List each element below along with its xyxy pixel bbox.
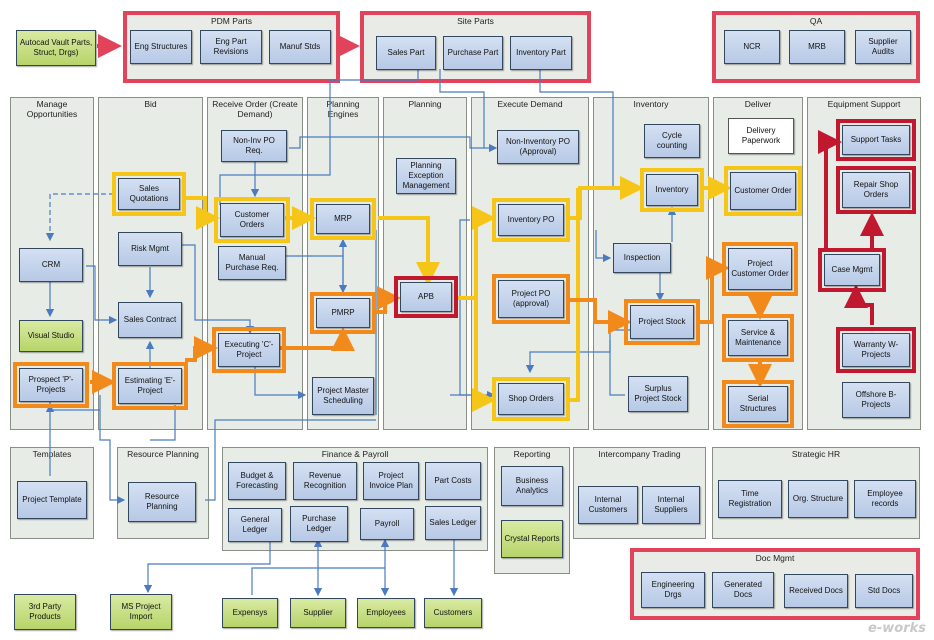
internal-suppliers-box: Internal Suppliers [642,486,700,524]
crystal-reports-box: Crystal Reports [501,520,563,558]
inventory-part-box: Inventory Part [510,36,572,70]
lane-title: Execute Demand [497,99,563,109]
warranty-projects-box: Warranty W-Projects [836,327,916,373]
budget-forecasting-box: Budget & Forecasting [228,462,286,500]
inventory-po-box: Inventory PO [492,198,570,242]
mrb-box: MRB [789,30,845,64]
crm-box: CRM [19,248,83,282]
project-stock-box: Project Stock [624,299,700,345]
expensys-box: Expensys [222,598,278,628]
cycle-counting-box: Cycle counting [644,124,700,158]
ncr-box: NCR [724,30,780,64]
lane-planning: Planning [383,97,467,430]
autocad-vault-box: Autocad Vault Parts, Struct, Drgs) [16,30,96,66]
repair-shop-orders-box: Repair Shop Orders [836,166,916,214]
project-template-box: Project Template [17,481,87,519]
internal-customers-box: Internal Customers [578,486,638,524]
non-inv-po-req-box: Non-Inv PO Req. [221,130,287,162]
employee-records-box: Employee records [854,480,916,518]
case-mgmt-box: Case Mgmt [818,248,886,292]
lane-title: Templates [32,449,72,459]
qa-title: QA [809,16,823,26]
surplus-project-stock-box: Surplus Project Stock [628,376,688,412]
project-master-scheduling-box: Project Master Scheduling [312,377,374,415]
resource-planning-box: Resource Planning [128,482,196,522]
employees-box: Employees [357,598,415,628]
mrp-box: MRP [310,198,376,240]
payroll-box: Payroll [360,508,414,540]
project-po-box: Project PO (approval) [492,274,570,324]
pmrp-box: PMRP [310,292,376,334]
revenue-recognition-box: Revenue Recognition [293,462,357,500]
lane-title: Planning [408,99,442,109]
estimating-projects-box: Estimating 'E'-Project [112,362,188,410]
shop-orders-box: Shop Orders [492,377,570,421]
serial-structures-box: Serial Structures [722,380,794,428]
org-structure-box: Org. Structure [788,480,848,518]
offshore-projects-box: Offshore B-Projects [842,382,910,418]
lane-title: Manage Opportunities [26,99,78,119]
std-docs-box: Std Docs [855,574,913,608]
third-party-products-label: 3rd Party Products [28,602,62,621]
inspection-box: Inspection [613,243,671,273]
customer-order-box: Customer Order [724,166,802,216]
watermark: e-works [868,621,926,636]
sales-contract-box: Sales Contract [118,302,182,338]
executing-projects-box: Executing 'C'-Project [212,327,286,373]
time-registration-box: Time Registration [718,480,782,518]
pdm-parts-title: PDM Parts [210,16,253,26]
lane-title: Receive Order (Create Demand) [212,99,298,119]
lane-title: Strategic HR [791,449,841,459]
prospect-projects-box: Prospect 'P'-Projects [13,362,89,408]
support-tasks-box: Support Tasks [836,119,916,161]
supplier-audits-box: Supplier Audits [855,30,911,64]
lane-title: Equipment Support [827,99,901,109]
part-costs-box: Part Costs [425,462,481,500]
delivery-paperwork-box: Delivery Paperwork [728,118,794,154]
purchase-ledger-box: Purchase Ledger [290,506,348,542]
manual-purchase-req-box: Manual Purchase Req. [218,246,286,280]
service-maintenance-box: Service & Maintenance [722,314,794,362]
visual-studio-box: Visual Studio [19,320,83,352]
lane-title: Bid [144,99,157,109]
received-docs-box: Received Docs [784,574,848,608]
project-customer-order-box: Project Customer Order [722,242,798,296]
business-analytics-box: Business Analytics [501,466,563,506]
engineering-drgs-box: Engineering Drgs [641,572,705,608]
purchase-part-box: Purchase Part [443,36,503,70]
project-invoice-plan-box: Project Invoice Plan [363,462,419,500]
generated-docs-box: Generated Docs [712,572,774,608]
lane-title: Reporting [513,449,551,459]
lane-title: Deliver [744,99,772,109]
eng-structures-box: Eng Structures [130,30,192,64]
lane-title: Resource Planning [127,449,199,459]
sales-quotations-box: Sales Quotations [112,172,186,216]
site-parts-title: Site Parts [457,16,494,26]
manuf-stds-box: Manuf Stds [269,30,331,64]
risk-mgmt-box: Risk Mgmt [118,232,182,266]
customer-orders-box: Customer Orders [214,197,290,243]
supplier-box: Supplier [290,598,346,628]
third-party-products-box: 3rd Party Products [14,594,76,630]
non-inventory-po-box: Non-Inventory PO (Approval) [497,130,579,164]
sales-part-box: Sales Part [376,36,436,70]
sales-ledger-box: Sales Ledger [425,506,481,540]
lane-title: Inventory [633,99,669,109]
lane-title: Finance & Payroll [321,449,389,459]
inventory-box: Inventory [640,168,704,212]
eng-part-revisions-box: Eng Part Revisions [200,30,262,64]
apb-box: APB [394,276,458,318]
lane-title: Planning Engines [326,99,360,119]
ms-project-import-box: MS Project Import [110,594,172,630]
customers-box: Customers [424,598,482,628]
planning-exception-mgmt-box: Planning Exception Management [396,158,456,194]
doc-mgmt-title: Doc Mgmt [755,553,795,563]
general-ledger-box: General Ledger [228,508,282,542]
lane-title: Intercompany Trading [598,449,681,459]
